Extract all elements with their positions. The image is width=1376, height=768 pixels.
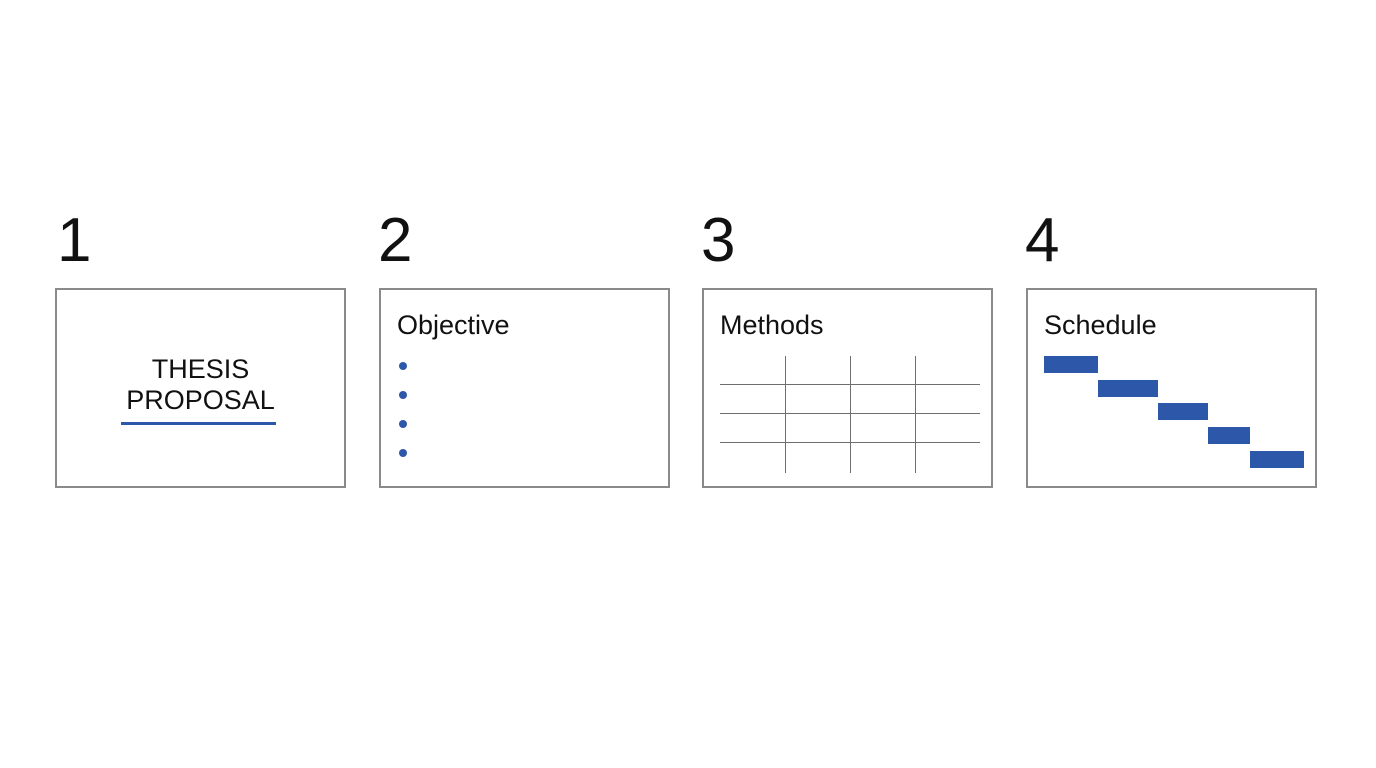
slide-heading-methods: Methods: [720, 310, 824, 340]
gantt-bar-3: [1158, 403, 1208, 420]
slide-heading-schedule: Schedule: [1044, 310, 1157, 340]
bullet-point: [399, 449, 407, 457]
title-line-1: THESIS: [151, 354, 250, 384]
title-slide-text: THESIS PROPOSAL: [57, 354, 344, 416]
grid-line-vertical: [850, 356, 851, 473]
bullet-point: [399, 391, 407, 399]
slide-thumbnail-4[interactable]: Schedule: [1026, 288, 1317, 488]
slide-thumbnail-3[interactable]: Methods: [702, 288, 993, 488]
title-line-2: PROPOSAL: [126, 385, 275, 415]
gantt-bar-4: [1208, 427, 1250, 444]
bullet-point: [399, 420, 407, 428]
slide-number-3: 3: [701, 206, 736, 275]
slide-number-4: 4: [1025, 206, 1060, 275]
slide-heading-objective: Objective: [397, 310, 510, 340]
slide-thumbnail-1[interactable]: THESIS PROPOSAL: [55, 288, 346, 488]
grid-line-vertical: [915, 356, 916, 473]
gantt-bar-5: [1250, 451, 1304, 468]
gantt-bar-2: [1098, 380, 1158, 397]
bullet-point: [399, 362, 407, 370]
grid-line-vertical: [785, 356, 786, 473]
gantt-bar-1: [1044, 356, 1098, 373]
title-underline: [121, 422, 276, 425]
slide-number-1: 1: [57, 206, 92, 275]
slide-number-2: 2: [378, 206, 413, 275]
slide-thumbnail-2[interactable]: Objective: [379, 288, 670, 488]
